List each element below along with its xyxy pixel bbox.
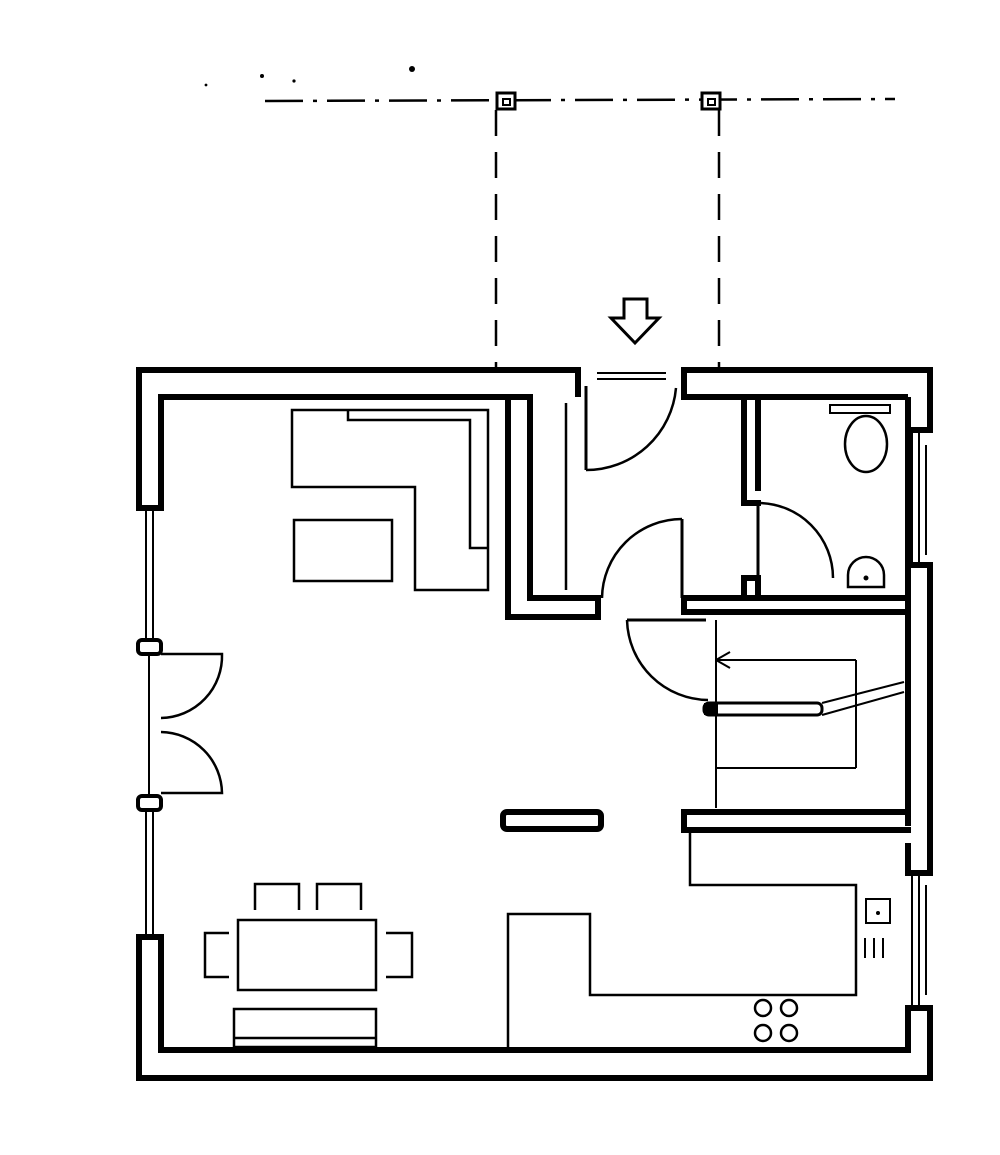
washbasin xyxy=(846,555,886,589)
exterior-walls xyxy=(136,367,933,1081)
dining-table xyxy=(236,918,378,992)
drainboard xyxy=(864,938,884,958)
front-door xyxy=(584,372,678,472)
kitchen-sink xyxy=(865,898,891,924)
glazing-post-upper xyxy=(136,638,163,656)
glazing-post-lower xyxy=(136,794,163,812)
dining-chair xyxy=(315,882,363,910)
wc-fixtures xyxy=(829,404,891,589)
interior-doors xyxy=(160,501,835,795)
carport-post-right-inner xyxy=(707,98,716,106)
carport-post-left-inner xyxy=(502,98,511,106)
down-arrow-icon xyxy=(607,297,663,346)
stair-ladder xyxy=(702,701,824,717)
hob-burner xyxy=(779,1023,799,1043)
ink-specks xyxy=(204,66,415,87)
dining-chair xyxy=(253,882,301,910)
hob-burner xyxy=(779,998,799,1018)
sideboard xyxy=(232,1007,378,1049)
roof-axis-line xyxy=(264,97,896,103)
coffee-table xyxy=(292,518,394,583)
living-furniture xyxy=(290,408,490,592)
dining-chair xyxy=(203,931,229,979)
corner-sofa-back xyxy=(346,410,488,550)
toilet-cistern xyxy=(829,404,891,414)
west-glazing xyxy=(136,508,163,937)
east-glazing xyxy=(911,430,927,1008)
kitchen xyxy=(506,832,891,1050)
hob-burner xyxy=(753,1023,773,1043)
dining-chair xyxy=(386,931,414,979)
kitchen-counter xyxy=(506,832,858,1050)
interior-walls xyxy=(500,394,911,833)
toilet-bowl xyxy=(843,414,889,474)
chimney-wall xyxy=(500,809,604,832)
corner-sofa xyxy=(290,408,490,592)
carport-outline xyxy=(264,91,896,368)
hob xyxy=(753,998,799,1043)
dining-furniture xyxy=(203,882,414,1049)
hob-burner xyxy=(753,998,773,1018)
stair xyxy=(702,620,905,808)
